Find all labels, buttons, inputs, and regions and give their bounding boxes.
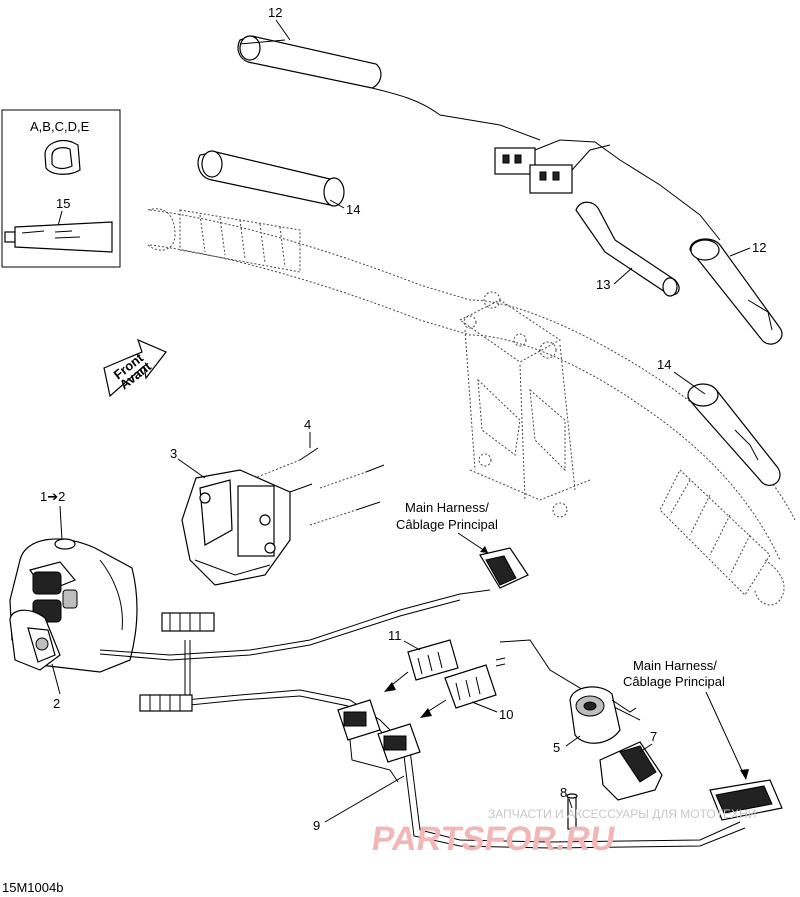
callout-1-2: 1➔2 xyxy=(40,489,65,504)
switch-assembly xyxy=(9,538,138,673)
callout-12-top: 12 xyxy=(268,5,282,20)
callout-15: 15 xyxy=(56,196,70,211)
main-harness-connector-upper xyxy=(479,547,529,589)
callout-2: 2 xyxy=(53,696,60,711)
part-7-switch xyxy=(599,741,663,801)
handlebar xyxy=(147,208,796,606)
callout-12-right: 12 xyxy=(752,240,766,255)
callout-7: 7 xyxy=(650,729,657,744)
grip-heater-top xyxy=(237,35,541,141)
clamp-ring-icon xyxy=(44,140,81,175)
part-8-pin xyxy=(566,793,578,830)
grip-heater-right xyxy=(689,238,783,345)
callout-13: 13 xyxy=(596,277,610,292)
callout-9: 9 xyxy=(313,818,320,833)
callout-5: 5 xyxy=(553,740,560,755)
callout-10: 10 xyxy=(499,707,513,722)
callout-4: 4 xyxy=(304,417,311,432)
callout-11: 11 xyxy=(388,628,402,643)
callout-8: 8 xyxy=(560,785,567,800)
part-5-switch-body xyxy=(569,686,637,744)
connector-11 xyxy=(407,639,459,681)
watermark-line1: ЗАПЧАСТИ И АКСЕССУАРЫ ДЛЯ МОТОТЕХНИ xyxy=(488,807,756,821)
switch-connector-lower xyxy=(139,694,193,712)
switch-housing-rear xyxy=(181,469,291,586)
main-harness-label-2-line2: Câblage Principal xyxy=(623,674,725,689)
connector-10 xyxy=(444,657,506,709)
callout-14-right: 14 xyxy=(657,357,671,372)
kit-title: A,B,C,D,E xyxy=(30,119,90,134)
harness-9-connectors xyxy=(337,699,421,783)
front-direction-arrow: Front Avant xyxy=(103,338,167,398)
main-harness-connector-lower xyxy=(709,779,783,821)
throttle-tube xyxy=(575,201,680,297)
main-harness-label-1-line1: Main Harness/ xyxy=(405,500,489,515)
callout-14-top: 14 xyxy=(346,202,360,217)
callout-3: 3 xyxy=(170,446,177,461)
hand-grip-left xyxy=(197,150,345,207)
heater-connectors xyxy=(494,139,721,241)
main-harness-label-2-line1: Main Harness/ xyxy=(633,658,717,673)
drawing-id: 15M1004b xyxy=(2,880,63,895)
watermark-line2: PARTSFOR.RU xyxy=(369,820,617,858)
main-harness-label-1-line2: Câblage Principal xyxy=(396,517,498,532)
grease-tube-icon xyxy=(4,221,113,253)
kit-inset-box: A,B,C,D,E 15 xyxy=(1,109,121,268)
switch-connector-12pin xyxy=(161,612,215,632)
hand-grip-right xyxy=(687,383,781,486)
handlebar-riser xyxy=(459,291,591,518)
